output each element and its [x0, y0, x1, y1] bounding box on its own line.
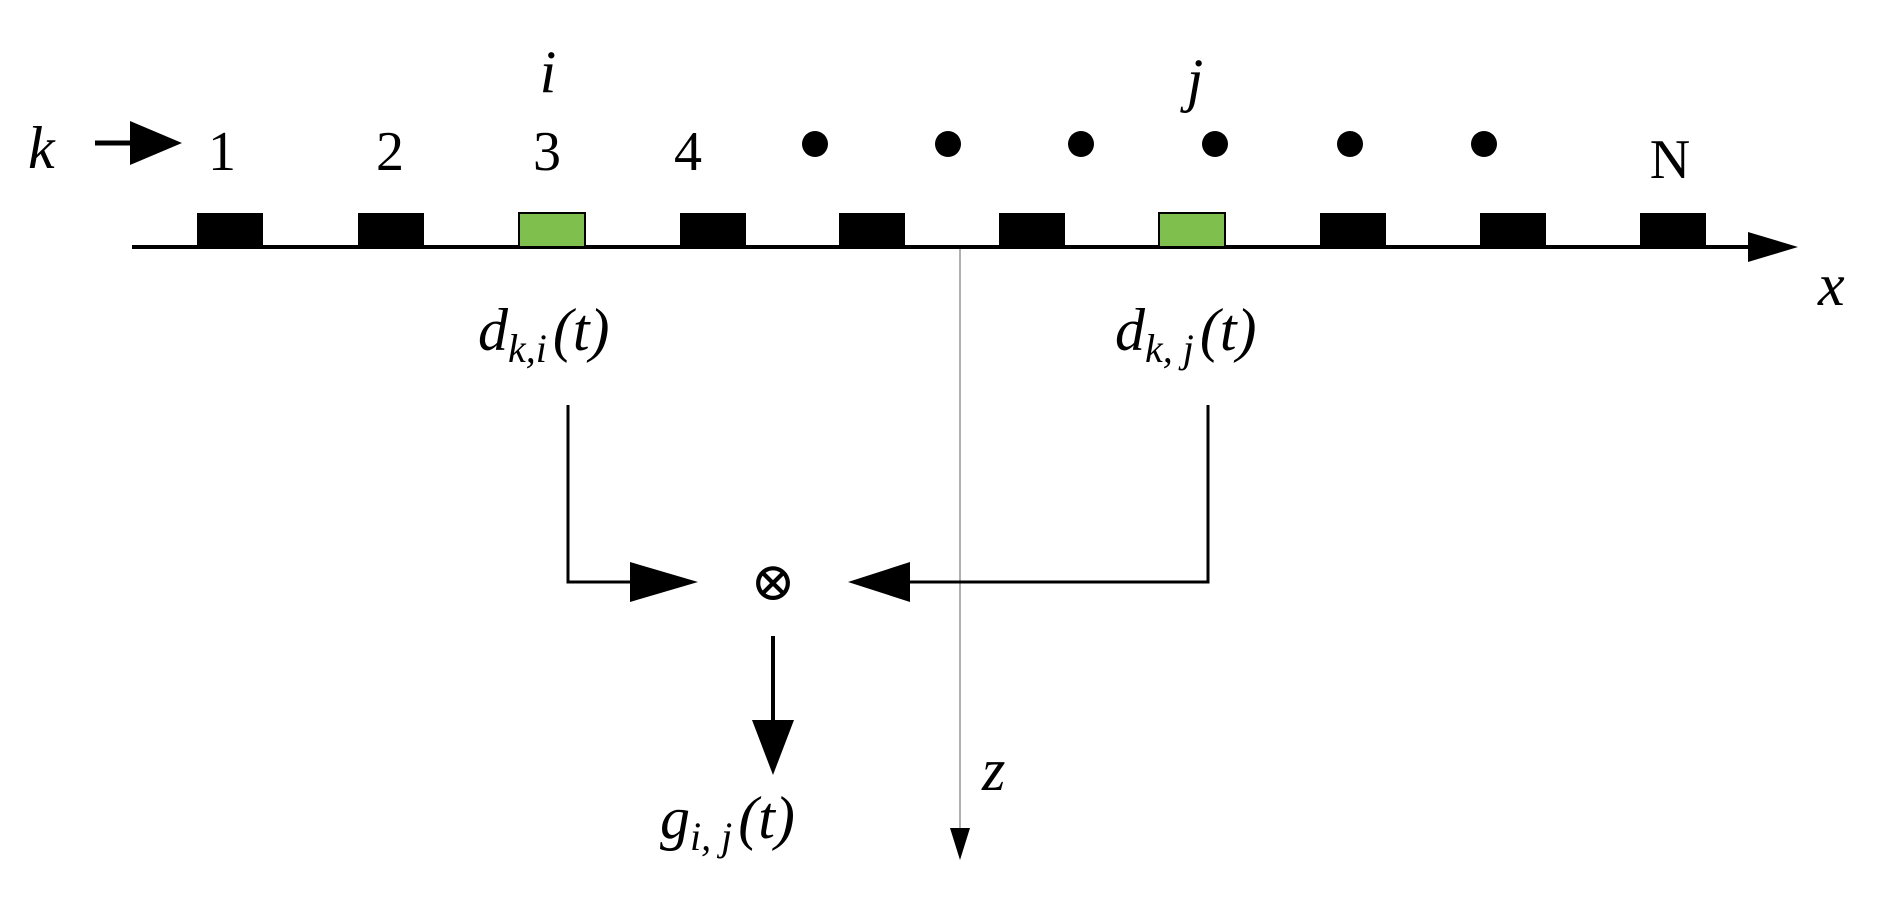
signal-d-kj: dk, j(t) [1115, 297, 1257, 371]
z-axis-label: z [981, 737, 1005, 803]
signal-g-ij: gi, j(t) [660, 785, 795, 859]
array-element-i [518, 212, 586, 248]
right-signal-connector [910, 405, 1210, 584]
array-element-j [1158, 212, 1226, 248]
x-axis-label: x [1817, 252, 1845, 318]
ellipsis-dot [1068, 131, 1094, 157]
source-label: k [28, 115, 56, 181]
ellipsis-dot [802, 131, 828, 157]
z-axis-arrowhead [950, 828, 970, 860]
highlight-label-j: j [1180, 47, 1204, 113]
output-arrowhead [752, 720, 794, 775]
array-element [1480, 213, 1546, 247]
left-connector-arrowhead [630, 562, 698, 602]
element-label-4: 4 [674, 121, 702, 183]
ellipsis-dot [1471, 131, 1497, 157]
x-axis-arrowhead [1748, 232, 1798, 262]
source-arrow-icon [130, 121, 182, 165]
array-element [358, 213, 424, 247]
array-element [999, 213, 1065, 247]
array-element [839, 213, 905, 247]
highlight-label-i: i [540, 39, 557, 105]
signal-d-ki: dk,i(t) [478, 297, 610, 371]
right-connector-arrowhead [848, 562, 910, 602]
array-element [1640, 213, 1706, 247]
element-label-n: N [1650, 129, 1690, 191]
ellipsis-dot [1337, 131, 1363, 157]
element-label-2: 2 [376, 121, 404, 183]
array-element [1320, 213, 1386, 247]
array-element [680, 213, 746, 247]
element-label-3: 3 [533, 121, 561, 183]
left-signal-connector [566, 405, 630, 584]
circled-times-icon: ⊗ [750, 552, 795, 612]
element-label-1: 1 [208, 121, 236, 183]
array-element [197, 213, 263, 247]
ellipsis-dot [935, 131, 961, 157]
ellipsis-dot [1202, 131, 1228, 157]
